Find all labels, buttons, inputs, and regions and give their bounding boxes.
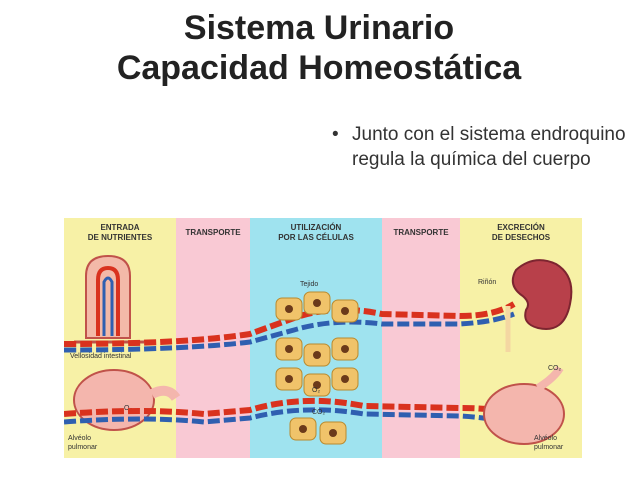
label-co2-cells: CO₂ <box>312 409 326 416</box>
title-line-2: Capacidad Homeostática <box>116 49 522 87</box>
vessel-upper-blue <box>63 311 515 353</box>
kidney-icon <box>505 259 573 352</box>
label-o2-cells: O₂ <box>312 387 320 394</box>
header-nutrients-1: ENTRADA <box>100 223 139 232</box>
slide-title: Sistema Urinario Capacidad Homeostática <box>0 8 638 88</box>
tissue-cells-icon <box>275 291 359 445</box>
vessel-lower-red <box>63 397 515 418</box>
label-alveolus-right-2: pulmonar <box>534 444 564 451</box>
label-alveolus-left-1: Alvéolo <box>68 435 91 442</box>
bullet-text: Junto con el sistema endroquino regula l… <box>352 124 626 170</box>
vessel-lower-blue <box>63 407 515 427</box>
header-excretion-1: EXCRECIÓN <box>497 223 545 232</box>
label-tissue: Tejido <box>300 281 318 288</box>
label-kidney: Riñón <box>478 279 496 286</box>
panel-transport-right <box>382 218 460 458</box>
header-cells-2: POR LAS CÉLULAS <box>278 233 354 242</box>
header-cells-1: UTILIZACIÓN <box>291 223 342 232</box>
title-line-1: Sistema Urinario <box>183 9 455 47</box>
alveolus-right-icon <box>483 365 565 445</box>
header-transport-right: TRANSPORTE <box>393 228 449 237</box>
header-transport-left: TRANSPORTE <box>185 228 241 237</box>
label-co2-right: CO₂ <box>548 365 562 372</box>
alveolus-left-icon <box>73 369 181 431</box>
label-alveolus-right-1: Alvéolo <box>534 435 557 442</box>
bullet-point: • Junto con el sistema endroquino regula… <box>332 122 632 172</box>
header-excretion-2: DE DESECHOS <box>492 233 551 242</box>
label-villus: Vellosidad intestinal <box>70 353 132 360</box>
label-alveolus-left-2: pulmonar <box>68 444 98 451</box>
diagram-svg: ENTRADA DE NUTRIENTES TRANSPORTE UTILIZA… <box>63 218 582 458</box>
homeostasis-diagram: ENTRADA DE NUTRIENTES TRANSPORTE UTILIZA… <box>63 218 582 458</box>
header-nutrients-2: DE NUTRIENTES <box>88 233 153 242</box>
bullet-dot-icon: • <box>332 124 339 145</box>
